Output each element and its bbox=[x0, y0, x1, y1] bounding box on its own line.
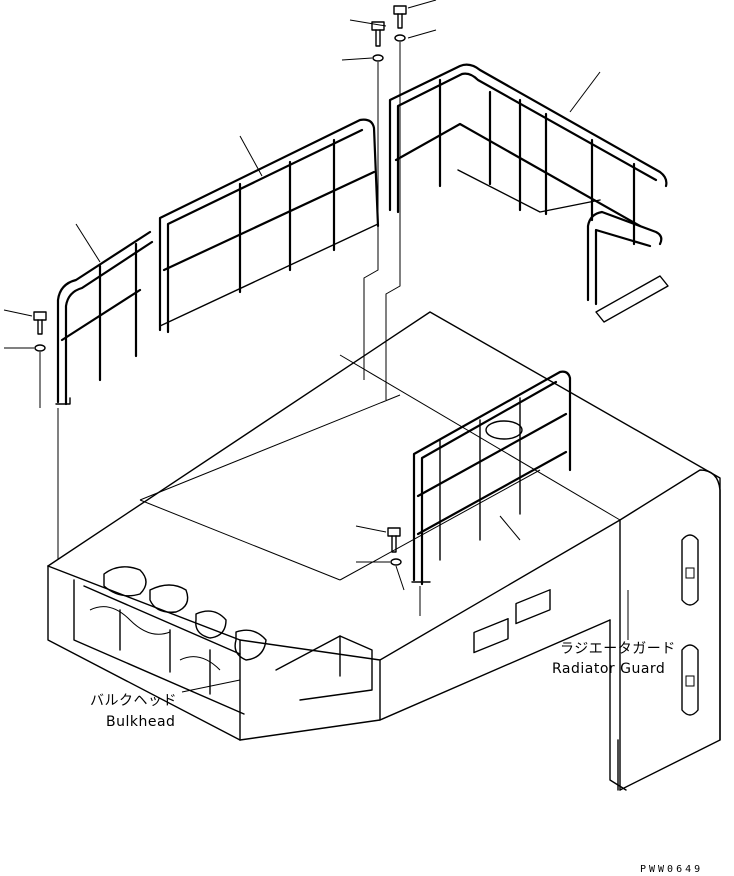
center-handrail bbox=[411, 370, 572, 586]
fasteners bbox=[33, 5, 407, 566]
bulkhead-label: バルクヘッド Bulkhead bbox=[90, 693, 177, 730]
bulkhead-jp: バルクヘッド bbox=[90, 693, 177, 709]
bulkhead-en: Bulkhead bbox=[106, 714, 175, 730]
radiator-guard-jp: ラジエータガード bbox=[560, 641, 676, 657]
drawing-code: PWW0649 bbox=[640, 864, 703, 875]
radiator-guard-en: Radiator Guard bbox=[552, 661, 665, 677]
leader-lines bbox=[3, 0, 629, 693]
radiator-guard-label: ラジエータガード Radiator Guard bbox=[552, 641, 676, 677]
right-handrail bbox=[388, 63, 669, 323]
left-handrail bbox=[55, 118, 380, 406]
